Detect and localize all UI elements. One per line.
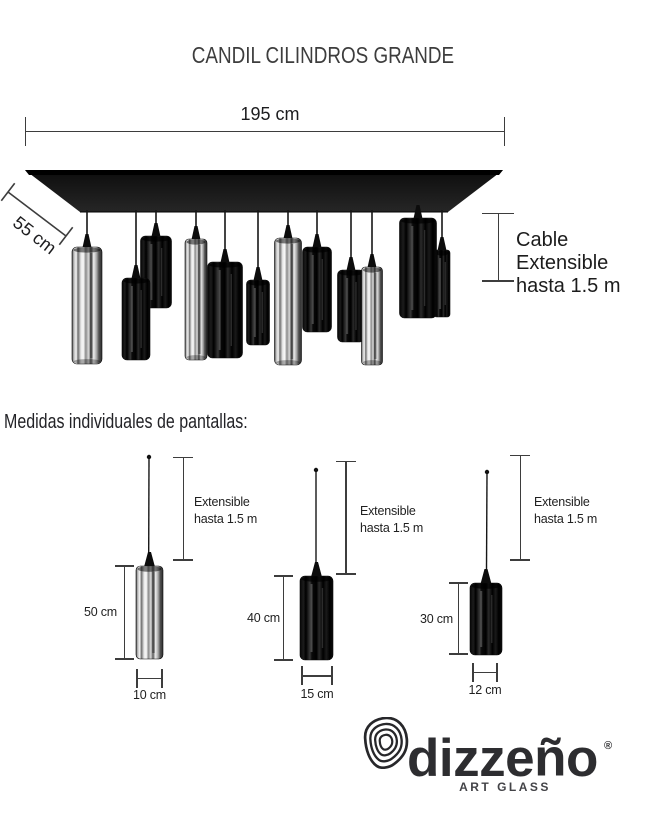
- width-dimension-tick-right: [503, 117, 505, 146]
- cable-dimension-label: Cable Extensible hasta 1.5 m: [516, 229, 645, 298]
- depth-dimension-line: [7, 191, 67, 237]
- section-heading: Medidas individuales de pantallas:: [4, 411, 248, 433]
- depth-dimension-tick-bottom: [58, 226, 74, 246]
- fig3-cable-label-line2: hasta 1.5 m: [534, 512, 598, 526]
- chandelier-illustration: [25, 170, 503, 366]
- fig3-width-label: 12 cm: [468, 683, 502, 697]
- fig1-height-tick-bottom: [114, 658, 134, 660]
- width-dimension-label: 195 cm: [240, 104, 300, 124]
- fig2-cable-label: Extensible hasta 1.5 m: [360, 503, 423, 537]
- registered-mark: ®: [604, 740, 613, 752]
- fig3-height-label: 30 cm: [419, 612, 453, 626]
- brand-tagline: ART GLASS: [459, 780, 551, 794]
- brand-logo-icon: [363, 717, 409, 769]
- cable-dimension-line: [497, 213, 499, 281]
- fig2-height-label: 40 cm: [246, 611, 280, 625]
- page-title: CANDIL CILINDROS GRANDE: [191, 42, 454, 68]
- fig1-width-tick-right: [161, 668, 163, 688]
- fig1-cable-line: [182, 457, 184, 560]
- fig1-width-line: [137, 677, 162, 679]
- fig1-cable-label: Extensible hasta 1.5 m: [194, 494, 257, 528]
- fig2-width-tick-right: [331, 666, 333, 685]
- depth-dimension: 55 cm: [0, 182, 74, 258]
- fig2-height-line: [282, 576, 284, 660]
- cable-dimension-label-line1: Cable Extensible: [516, 229, 609, 274]
- fig2-cable-label-line2: hasta 1.5 m: [360, 521, 424, 535]
- width-dimension-line: [25, 130, 504, 132]
- depth-dimension-label: 55 cm: [9, 212, 60, 258]
- pendant-figures-illustration: [135, 454, 503, 661]
- cable-dimension-label-line2: hasta 1.5 m: [516, 275, 621, 297]
- brand-block: dizzeño ® ART GLASS: [358, 710, 618, 805]
- fig1-cable-label-line1: Extensible: [194, 495, 250, 509]
- fig3-cable-label-line1: Extensible: [534, 495, 590, 509]
- fig3-width-line: [473, 671, 497, 673]
- fig1-width-label: 10 cm: [132, 688, 167, 702]
- fig1-cable-label-line2: hasta 1.5 m: [194, 512, 258, 526]
- fig2-cable-cap-bottom: [335, 573, 356, 575]
- fig3-height-tick-bottom: [448, 653, 468, 655]
- fig3-height-line: [457, 583, 459, 654]
- fig2-cable-line: [345, 461, 347, 574]
- fig2-width-label: 15 cm: [300, 687, 334, 701]
- fig3-cable-line: [519, 455, 521, 560]
- fig3-width-tick-right: [496, 662, 498, 682]
- fig1-height-label: 50 cm: [83, 605, 117, 619]
- cable-dimension-cap-bottom: [482, 280, 514, 282]
- fig1-height-line: [123, 566, 125, 659]
- brand-name: dizzeño: [407, 729, 598, 788]
- fig3-cable-cap-bottom: [510, 559, 530, 561]
- fig1-cable-cap-bottom: [173, 559, 193, 561]
- fig2-height-tick-bottom: [273, 659, 293, 661]
- fig2-width-line: [302, 675, 332, 677]
- fig3-cable-label: Extensible hasta 1.5 m: [534, 494, 597, 528]
- fig2-cable-label-line1: Extensible: [360, 504, 416, 518]
